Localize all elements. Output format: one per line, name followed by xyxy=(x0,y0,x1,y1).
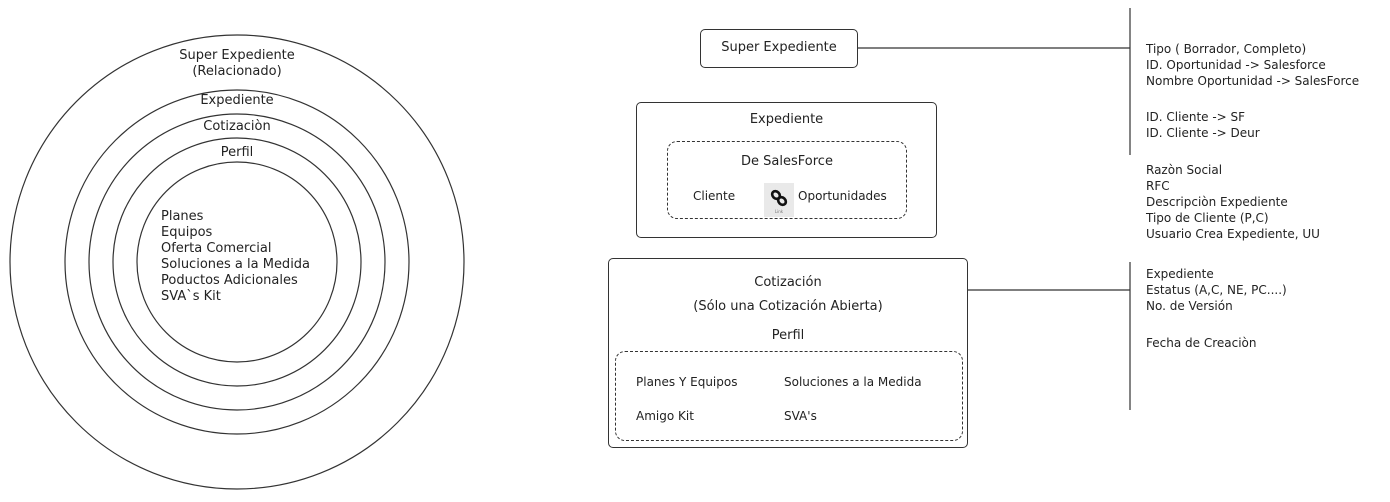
field-item: Tipo ( Borrador, Completo) xyxy=(1146,42,1307,56)
core-item: Poductos Adicionales xyxy=(161,273,298,288)
field-item: Nombre Oportunidad -> SalesForce xyxy=(1146,74,1360,88)
fields-group-4: Expediente Estatus (A,C, NE, PC....) No.… xyxy=(1146,266,1287,314)
circle-cotizacion xyxy=(88,113,386,411)
fields-group-5: Fecha de Creaciòn xyxy=(1146,335,1256,351)
core-item: Soluciones a la Medida xyxy=(161,257,311,272)
profile-items-group: Planes Y Equipos Soluciones a la Medida … xyxy=(615,351,963,441)
cotizacion-box: Cotización (Sólo una Cotización Abierta)… xyxy=(608,258,968,448)
core-items-list: Planes Equipos Oferta Comercial Solucion… xyxy=(161,209,310,305)
field-item: ID. Cliente -> Deur xyxy=(1146,126,1260,140)
link-icon-caption: Link xyxy=(774,209,784,214)
profile-item: Amigo Kit xyxy=(636,409,694,423)
super-expediente-label: Super Expediente xyxy=(721,40,837,55)
field-item: Razòn Social xyxy=(1146,163,1223,177)
cotizacion-title: Cotización xyxy=(754,275,822,290)
fields-group-1: Tipo ( Borrador, Completo) ID. Oportunid… xyxy=(1146,41,1359,89)
outer-circle-label-line1: Super Expediente xyxy=(179,48,295,63)
super-expediente-box: Super Expediente xyxy=(700,29,858,68)
field-item: Descripciòn Expediente xyxy=(1146,195,1288,209)
field-item: RFC xyxy=(1146,179,1170,193)
link-icon: Link xyxy=(764,183,794,217)
field-item: Usuario Crea Expediente, UU xyxy=(1146,227,1320,241)
profile-item: Planes Y Equipos xyxy=(636,375,738,389)
oportunidades-label: Oportunidades xyxy=(798,189,887,203)
cotizacion-subtitle: (Sólo una Cotización Abierta) xyxy=(693,299,883,314)
fields-group-3: Razòn Social RFC Descripciòn Expediente … xyxy=(1146,162,1320,242)
field-item: ID. Cliente -> SF xyxy=(1146,110,1246,124)
profile-item: Soluciones a la Medida xyxy=(784,375,922,389)
field-item: Fecha de Creaciòn xyxy=(1146,336,1257,350)
expediente-box: Expediente De SalesForce Cliente Link Op… xyxy=(636,102,937,238)
field-item: No. de Versión xyxy=(1146,299,1233,313)
salesforce-group-title: De SalesForce xyxy=(741,154,833,169)
outer-circle-label: Super Expediente (Relacionado) xyxy=(157,48,317,80)
ring-perfil-label: Perfil xyxy=(220,145,254,160)
field-item: Estatus (A,C, NE, PC....) xyxy=(1146,283,1287,297)
profile-item: SVA's xyxy=(784,409,817,423)
circle-super-expediente xyxy=(9,34,465,490)
core-item: Planes xyxy=(161,209,204,224)
salesforce-group: De SalesForce Cliente Link Oportunidades xyxy=(667,141,907,219)
circle-perfil xyxy=(112,137,362,387)
ring-cotizacion-label: Cotizaciòn xyxy=(203,119,271,134)
expediente-title: Expediente xyxy=(749,112,824,127)
cotizacion-profile: Perfil xyxy=(771,328,805,343)
fields-group-2: ID. Cliente -> SF ID. Cliente -> Deur xyxy=(1146,109,1260,141)
field-item: ID. Oportunidad -> Salesforce xyxy=(1146,58,1326,72)
field-item: Tipo de Cliente (P,C) xyxy=(1146,211,1269,225)
cliente-label: Cliente xyxy=(693,189,736,203)
ring-expediente-label: Expediente xyxy=(200,93,274,108)
core-item: Oferta Comercial xyxy=(161,241,272,256)
circle-core xyxy=(136,161,338,363)
outer-circle-label-line2: (Relacionado) xyxy=(192,64,282,79)
core-item: SVA`s Kit xyxy=(161,289,221,304)
field-item: Expediente xyxy=(1146,267,1214,281)
circle-expediente xyxy=(64,89,410,435)
core-item: Equipos xyxy=(161,225,213,240)
